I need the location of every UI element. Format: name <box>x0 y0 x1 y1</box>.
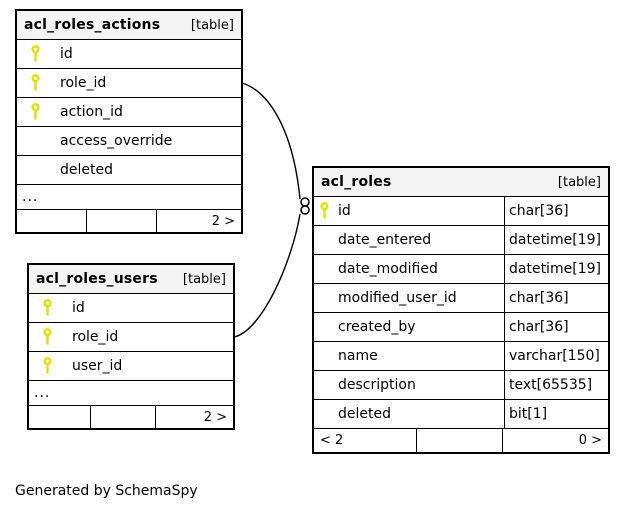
footer-cell <box>91 406 156 428</box>
column-type: char[36] <box>504 197 608 225</box>
primary-key-icon <box>43 357 72 375</box>
relationship-endpoint-icon <box>300 197 310 207</box>
column-name: date_entered <box>338 232 432 248</box>
table-footer: 2 > <box>17 210 241 232</box>
column-row: access_override <box>17 127 241 156</box>
column-row: description text[65535] <box>314 371 608 400</box>
column-name: modified_user_id <box>338 290 457 306</box>
column-row: id char[36] <box>314 197 608 226</box>
table-acl-roles: acl_roles [table] id char[36] date_enter… <box>312 166 610 454</box>
column-row: date_entered datetime[19] <box>314 226 608 255</box>
relationship-line-users-to-roles <box>233 213 301 338</box>
more-columns-ellipsis: ... <box>29 381 233 406</box>
primary-key-icon <box>43 299 72 317</box>
column-row: id <box>29 294 233 323</box>
primary-key-icon <box>31 74 60 92</box>
column-name: name <box>338 348 378 364</box>
column-type: char[36] <box>504 284 608 312</box>
table-header[interactable]: acl_roles_actions [table] <box>17 11 241 40</box>
column-type: text[65535] <box>504 371 608 399</box>
column-name: id <box>338 203 351 219</box>
table-tag-label: [table] <box>557 174 601 190</box>
relationship-line-actions-to-roles <box>241 82 301 200</box>
column-name: date_modified <box>338 261 438 277</box>
footer-degree-link[interactable]: 2 > <box>211 213 235 229</box>
column-type: bit[1] <box>504 400 608 428</box>
primary-key-icon <box>31 45 60 63</box>
table-tag-label: [table] <box>182 271 226 287</box>
column-name: access_override <box>60 133 173 149</box>
table-tag-label: [table] <box>190 17 234 33</box>
column-row: name varchar[150] <box>314 342 608 371</box>
table-header[interactable]: acl_roles_users [table] <box>29 265 233 294</box>
column-row: role_id <box>17 69 241 98</box>
column-row: id <box>17 40 241 69</box>
table-name[interactable]: acl_roles_users <box>36 271 158 287</box>
more-columns-ellipsis: ... <box>17 185 241 210</box>
footer-degree-link[interactable]: 0 > <box>578 433 602 448</box>
table-acl-roles-users: acl_roles_users [table] id role_id user_… <box>27 263 235 430</box>
footer-degree-link[interactable]: 2 > <box>203 409 227 425</box>
table-footer: 2 > <box>29 406 233 428</box>
table-acl-roles-actions: acl_roles_actions [table] id role_id act… <box>15 9 243 234</box>
primary-key-icon <box>320 202 338 220</box>
table-name[interactable]: acl_roles_actions <box>24 17 161 33</box>
column-row: date_modified datetime[19] <box>314 255 608 284</box>
column-row: deleted bit[1] <box>314 400 608 429</box>
footer-cell <box>29 406 91 428</box>
footer-cell <box>87 210 157 232</box>
column-row: deleted <box>17 156 241 185</box>
column-name: created_by <box>338 319 416 335</box>
column-row: user_id <box>29 352 233 381</box>
column-name: role_id <box>72 329 119 345</box>
column-name: user_id <box>72 358 123 374</box>
footer-cell <box>17 210 87 232</box>
column-name: id <box>60 46 73 62</box>
table-name[interactable]: acl_roles <box>321 174 392 190</box>
relationship-endpoint-icon <box>300 205 310 215</box>
column-name: deleted <box>338 406 391 422</box>
footer-cell <box>417 429 503 452</box>
primary-key-icon <box>43 328 72 346</box>
table-header[interactable]: acl_roles [table] <box>314 168 608 197</box>
table-footer: < 2 0 > <box>314 429 608 452</box>
column-type: datetime[19] <box>504 226 608 254</box>
column-row: action_id <box>17 98 241 127</box>
footer-degree-link[interactable]: < 2 <box>314 429 417 452</box>
column-row: created_by char[36] <box>314 313 608 342</box>
column-type: datetime[19] <box>504 255 608 283</box>
column-name: action_id <box>60 104 123 120</box>
column-row: modified_user_id char[36] <box>314 284 608 313</box>
column-type: varchar[150] <box>504 342 608 370</box>
generated-by-label: Generated by SchemaSpy <box>15 483 198 499</box>
column-name: id <box>72 300 85 316</box>
column-type: char[36] <box>504 313 608 341</box>
column-name: deleted <box>60 162 113 178</box>
primary-key-icon <box>31 103 60 121</box>
column-name: description <box>338 377 416 393</box>
column-name: role_id <box>60 75 107 91</box>
column-row: role_id <box>29 323 233 352</box>
